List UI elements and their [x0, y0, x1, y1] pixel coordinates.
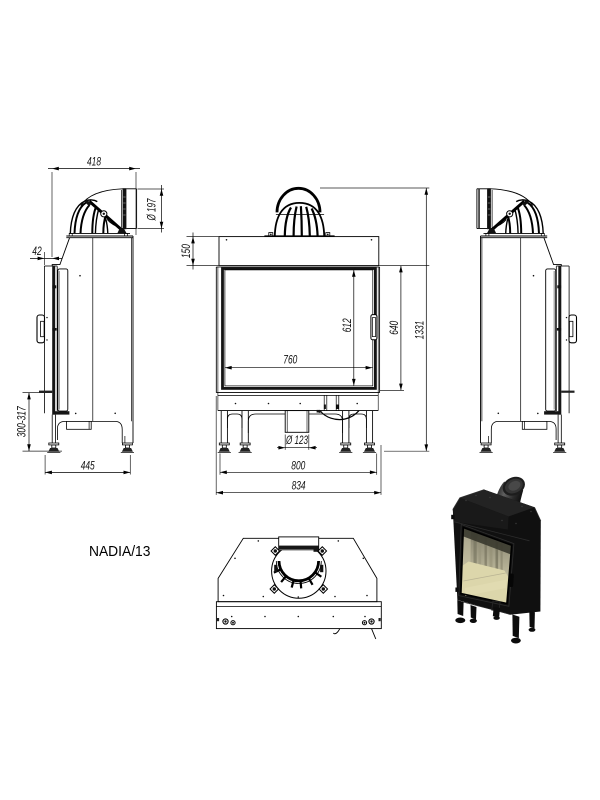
svg-text:300-317: 300-317 — [15, 406, 29, 438]
svg-text:Ø 123: Ø 123 — [285, 433, 308, 447]
svg-text:445: 445 — [81, 458, 95, 472]
svg-text:418: 418 — [87, 155, 101, 169]
svg-text:612: 612 — [340, 318, 354, 332]
svg-text:1331: 1331 — [412, 321, 426, 340]
svg-text:NADIA/13: NADIA/13 — [89, 544, 150, 560]
svg-text:640: 640 — [387, 321, 401, 335]
svg-text:150: 150 — [179, 244, 193, 258]
svg-text:760: 760 — [283, 352, 297, 366]
svg-text:800: 800 — [291, 458, 305, 472]
svg-text:42: 42 — [32, 244, 42, 258]
svg-text:834: 834 — [292, 479, 306, 493]
svg-text:Ø 197: Ø 197 — [145, 198, 159, 221]
